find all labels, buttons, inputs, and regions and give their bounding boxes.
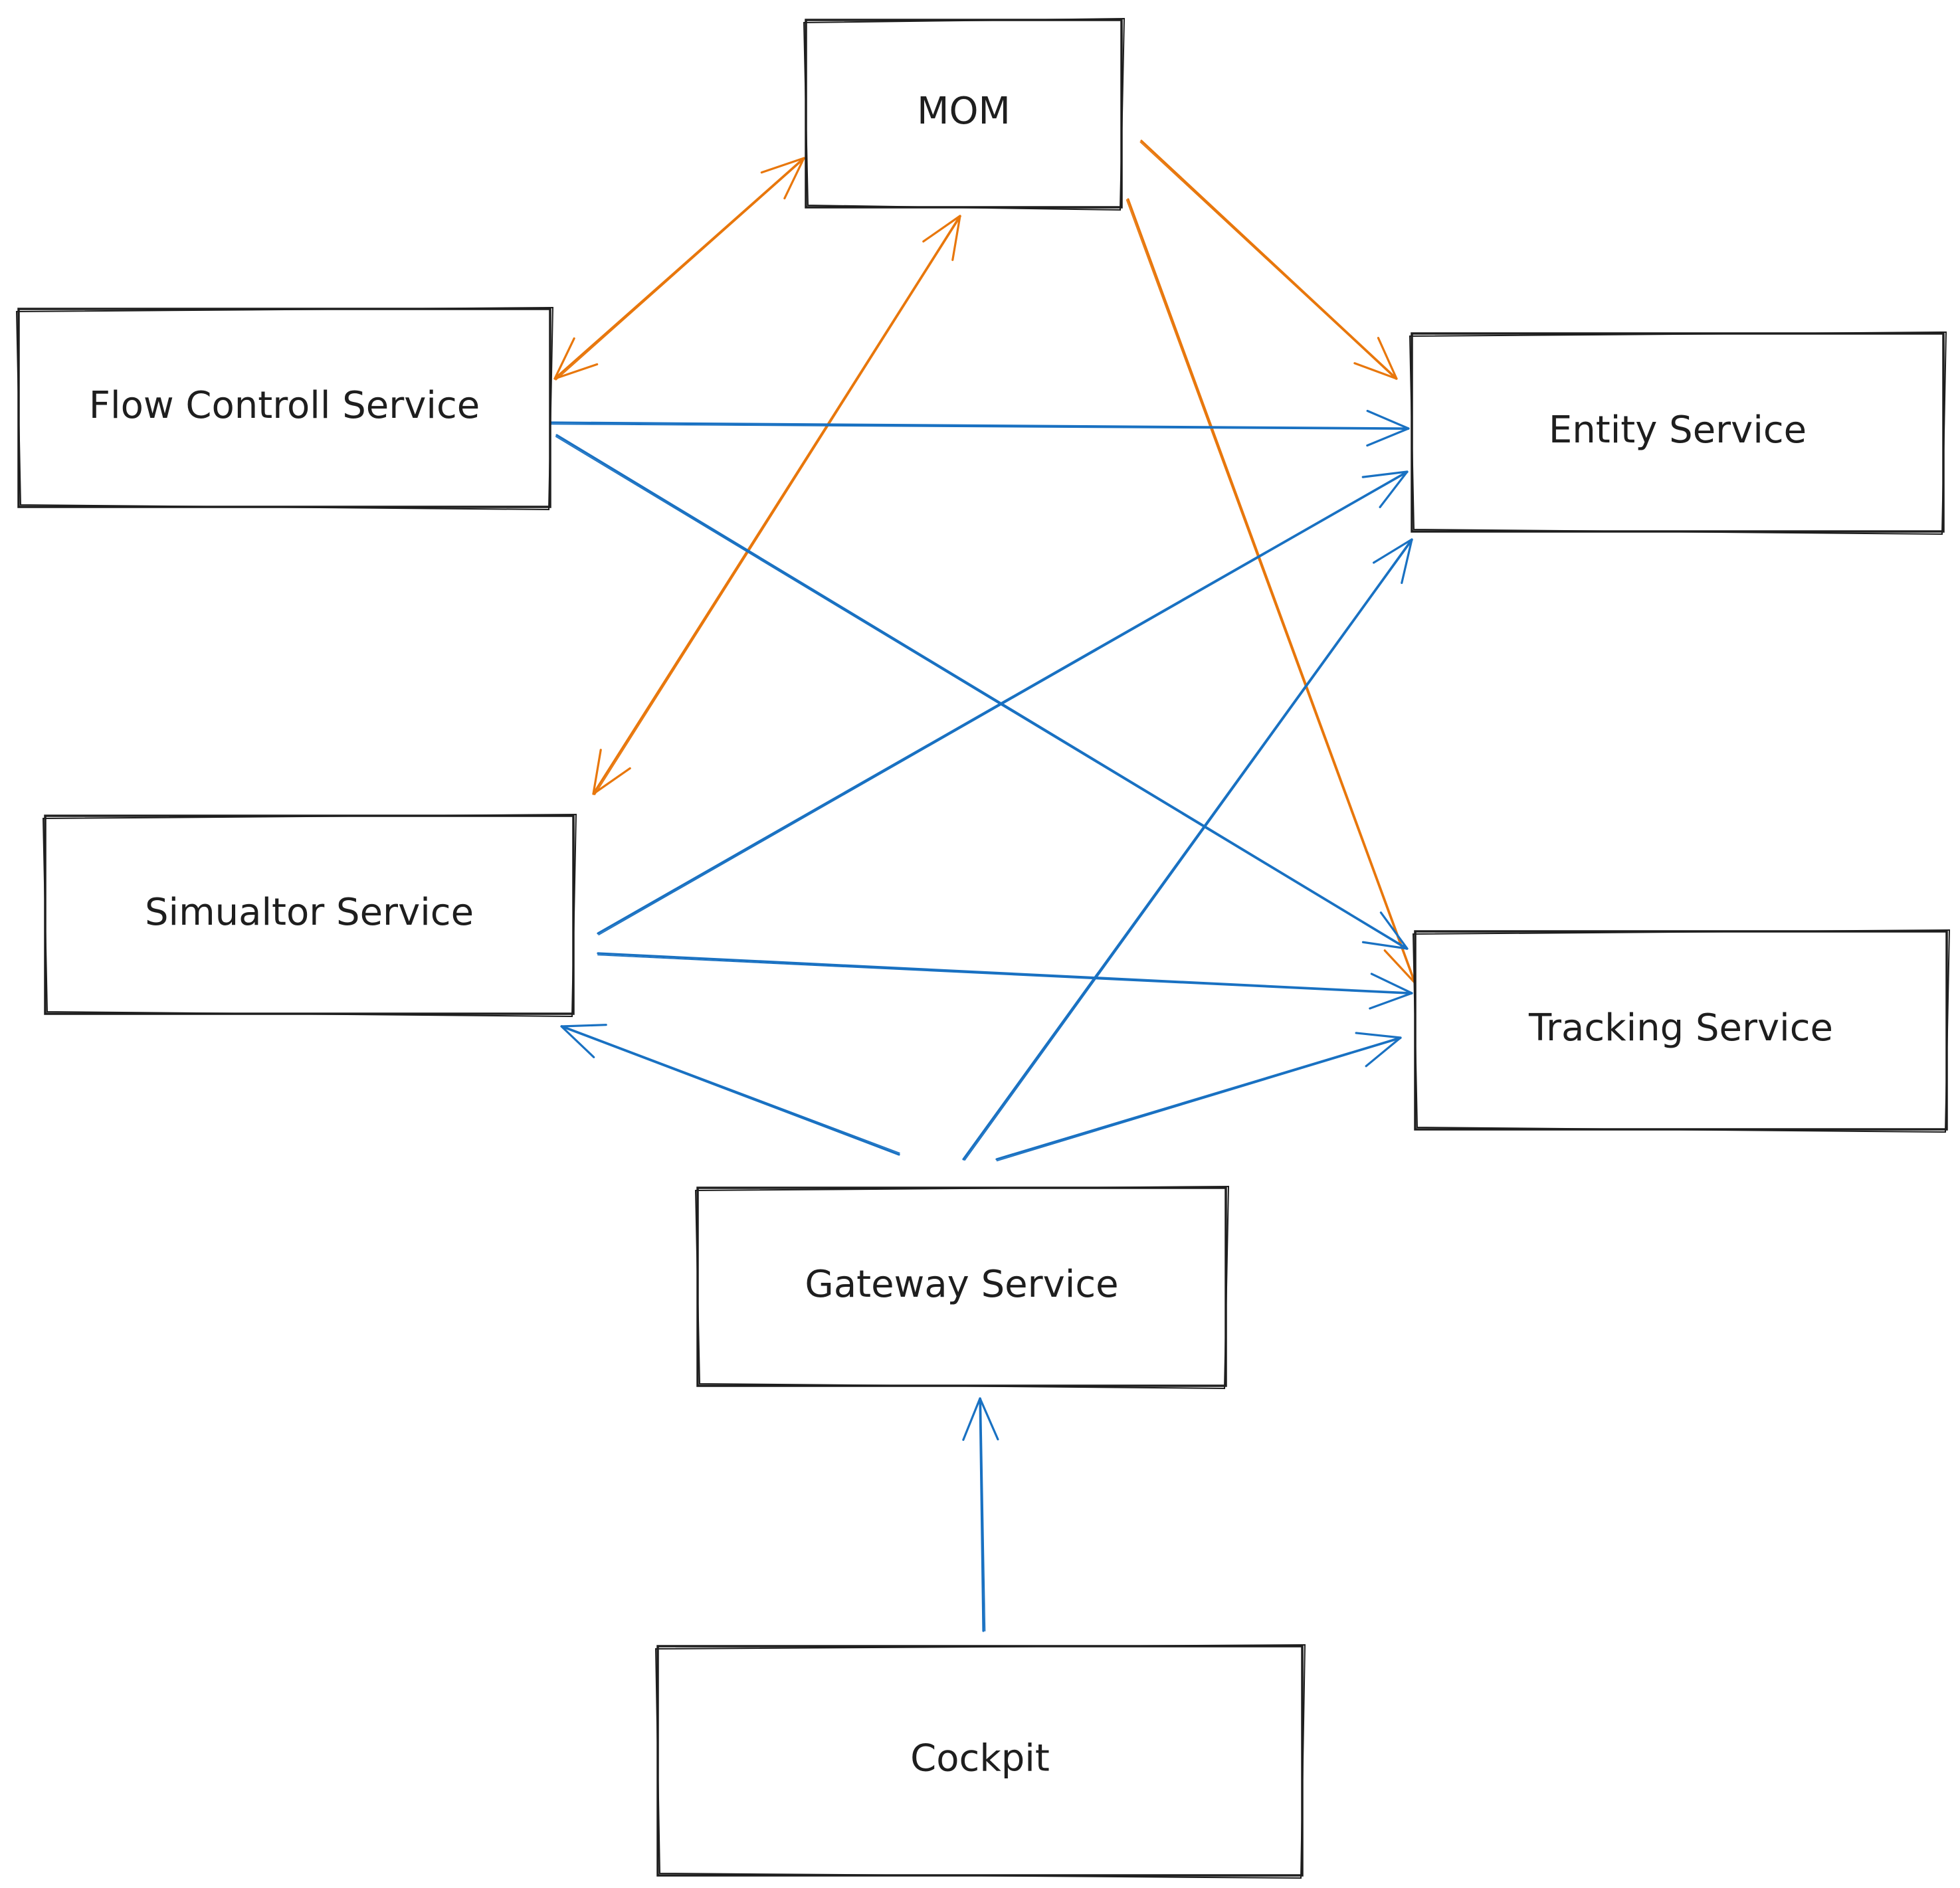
node-box-tracking[interactable]: [1414, 930, 1948, 1131]
edge-line-sim-entity: [597, 470, 1409, 935]
arrowhead-gateway-entity-end: [1372, 538, 1413, 585]
node-entity[interactable]: Entity Service: [1409, 331, 1947, 535]
node-label-tracking: Tracking Service: [1528, 1006, 1833, 1050]
edge-line-gateway-entity: [962, 538, 1413, 1161]
edge-sim-mom: [592, 215, 961, 796]
node-cockpit[interactable]: Cockpit: [654, 1644, 1306, 1879]
node-sketch-entity: [1409, 331, 1947, 535]
edge-gateway-entity: [962, 538, 1413, 1161]
edge-sketch-mom-tracking: [1126, 199, 1415, 985]
edge-line-gateway-tracking: [995, 1036, 1402, 1161]
edge-sketch-sim-entity: [598, 472, 1409, 935]
node-sketch-tracking: [1412, 929, 1951, 1133]
arrowhead-sim-entity-end: [1361, 470, 1409, 508]
edge-gateway-tracking: [995, 1032, 1402, 1162]
edge-sketch-flow-entity: [551, 423, 1409, 430]
edge-sketch-sim-mom: [594, 215, 961, 796]
edge-sim-entity: [597, 470, 1409, 935]
node-box-gateway[interactable]: [696, 1186, 1227, 1387]
arrowhead-flow-mom-start: [553, 337, 599, 380]
arrowhead-mom-entity-end: [1353, 337, 1398, 380]
node-box-mom[interactable]: [805, 19, 1123, 209]
node-sketch-cockpit: [654, 1644, 1306, 1879]
edge-sketch-gateway-sim: [561, 1025, 900, 1154]
edge-line-flow-mom: [553, 157, 805, 380]
node-sketch-sim: [42, 813, 577, 1018]
edge-line-mom-tracking: [1127, 198, 1417, 985]
node-tracking[interactable]: Tracking Service: [1412, 929, 1951, 1133]
edge-sketch-cockpit-gateway: [980, 1398, 986, 1632]
node-label-sim: Simualtor Service: [145, 891, 474, 934]
node-box-sim[interactable]: [44, 814, 575, 1015]
edge-cockpit-gateway: [962, 1397, 999, 1632]
node-sketch-mom: [803, 17, 1126, 211]
node-label-flow: Flow Controll Service: [89, 384, 480, 427]
arrowhead-gateway-tracking-end: [1355, 1032, 1402, 1068]
arrowhead-sim-tracking-end: [1369, 973, 1413, 1010]
node-label-gateway: Gateway Service: [805, 1263, 1118, 1306]
arrowhead-flow-tracking-end: [1361, 911, 1409, 950]
node-flow[interactable]: Flow Controll Service: [15, 306, 554, 511]
edge-sketch-flow-tracking: [555, 436, 1408, 950]
node-label-mom: MOM: [917, 90, 1011, 133]
arrowhead-cockpit-gateway-end: [962, 1397, 999, 1441]
node-sim[interactable]: Simualtor Service: [42, 813, 577, 1018]
edge-sketch-gateway-entity: [964, 539, 1413, 1161]
edge-sim-tracking: [597, 952, 1413, 1010]
edge-sketch-mom-entity: [1139, 142, 1397, 380]
edge-gateway-sim: [560, 1024, 900, 1156]
edge-flow-entity: [550, 409, 1410, 447]
node-sketch-flow: [15, 306, 554, 511]
edge-sketch-flow-mom: [555, 158, 805, 381]
edge-line-gateway-sim: [560, 1025, 900, 1156]
arrowhead-sim-mom-start: [592, 749, 631, 795]
node-label-entity: Entity Service: [1549, 409, 1807, 452]
node-box-cockpit[interactable]: [656, 1645, 1304, 1877]
edge-mom-entity: [1139, 140, 1398, 380]
arrowhead-flow-mom-end: [760, 157, 805, 200]
arrowhead-gateway-sim-end: [560, 1024, 607, 1058]
edge-flow-mom: [553, 157, 805, 381]
edge-line-mom-entity: [1140, 140, 1398, 380]
edge-line-flow-tracking: [555, 434, 1409, 950]
edge-line-cockpit-gateway: [979, 1397, 985, 1632]
edge-sketch-sim-tracking: [597, 954, 1413, 995]
node-label-cockpit: Cockpit: [910, 1737, 1050, 1780]
edge-sketch-gateway-tracking: [996, 1038, 1402, 1162]
node-sketch-gateway: [694, 1185, 1230, 1390]
edge-flow-tracking: [555, 434, 1409, 950]
arrowhead-flow-entity-end: [1366, 409, 1410, 447]
edges-layer: [550, 140, 1419, 1632]
node-mom[interactable]: MOM: [803, 17, 1126, 211]
edge-line-sim-mom: [592, 215, 961, 795]
node-gateway[interactable]: Gateway Service: [694, 1185, 1230, 1390]
edge-line-flow-entity: [550, 421, 1410, 430]
edge-line-sim-tracking: [597, 952, 1413, 994]
arrowhead-sim-mom-end: [922, 215, 961, 261]
